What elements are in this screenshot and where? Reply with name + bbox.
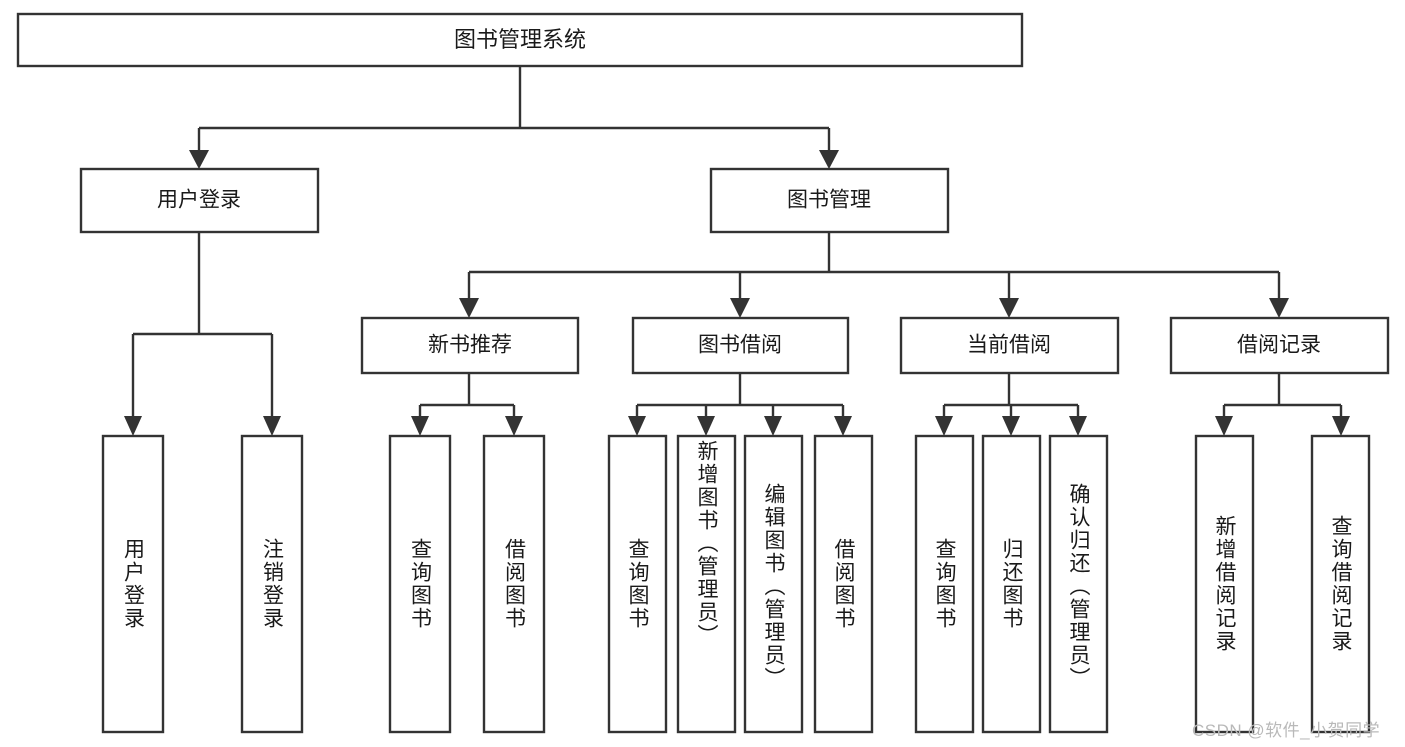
arrow-borrow-leaf2 — [697, 416, 715, 436]
leaf-box-edit-book-admin[interactable] — [743, 434, 804, 734]
node-borrow-record-box[interactable] — [1169, 316, 1390, 375]
node-user-login-box[interactable] — [79, 167, 320, 234]
leaf-box-logout[interactable] — [240, 434, 304, 734]
arrow-borrow-leaf3 — [764, 416, 782, 436]
leaf-box-user-login[interactable] — [101, 434, 165, 734]
node-current-borrow-box[interactable] — [899, 316, 1120, 375]
arrow-current-leaf1 — [935, 416, 953, 436]
leaf-box-return-book[interactable] — [981, 434, 1042, 734]
arrow-record-leaf2 — [1332, 416, 1350, 436]
arrow-book-mgmt-to-newbook — [459, 298, 479, 318]
leaf-box-borrow-book[interactable] — [813, 434, 874, 734]
leaf-box-confirm-return-admin[interactable] — [1048, 434, 1109, 734]
arrow-borrow-leaf4 — [834, 416, 852, 436]
arrow-root-to-book-mgmt — [819, 150, 839, 169]
arrow-root-to-user-login — [189, 150, 209, 169]
node-new-book-recommend-box[interactable] — [360, 316, 580, 375]
leaf-box-query-borrow-record[interactable] — [1310, 434, 1371, 734]
node-root-box[interactable] — [16, 12, 1024, 68]
node-layer: 图书管理系统 用户登录 图书管理 新书推荐 图书借阅 当前借阅 借阅记录 — [16, 12, 1390, 734]
node-user-login-label: 用户登录 — [157, 189, 241, 212]
leaf-box-add-book-admin[interactable] — [676, 434, 737, 734]
leaf-box-query-book-newbook[interactable] — [388, 434, 452, 734]
leaf-box-borrow-book-newbook[interactable] — [482, 434, 546, 734]
arrow-book-mgmt-to-borrow — [730, 298, 750, 318]
arrow-current-leaf3 — [1069, 416, 1087, 436]
arrow-newbook-leaf2 — [505, 416, 523, 436]
arrow-record-leaf1 — [1215, 416, 1233, 436]
node-borrow-record-label: 借阅记录 — [1237, 334, 1321, 357]
leaf-box-query-book-borrow[interactable] — [607, 434, 668, 734]
node-root-label: 图书管理系统 — [454, 27, 586, 52]
connector-layer — [124, 66, 1350, 436]
arrow-borrow-leaf1 — [628, 416, 646, 436]
csdn-watermark: CSDN @软件_小贺同学 — [1192, 721, 1381, 740]
arrow-user-login-leaf2 — [263, 416, 281, 436]
node-current-borrow-label: 当前借阅 — [967, 334, 1051, 357]
leaf-box-query-book-current[interactable] — [914, 434, 975, 734]
node-book-management-box[interactable] — [709, 167, 950, 234]
leaf-box-add-borrow-record[interactable] — [1194, 434, 1255, 734]
node-book-borrow-box[interactable] — [631, 316, 850, 375]
arrow-book-mgmt-to-record — [1269, 298, 1289, 318]
arrow-current-leaf2 — [1002, 416, 1020, 436]
arrow-book-mgmt-to-current — [999, 298, 1019, 318]
arrow-newbook-leaf1 — [411, 416, 429, 436]
arrow-user-login-leaf1 — [124, 416, 142, 436]
node-new-book-recommend-label: 新书推荐 — [428, 334, 512, 357]
node-book-borrow-label: 图书借阅 — [698, 334, 782, 357]
node-book-management-label: 图书管理 — [787, 189, 871, 212]
